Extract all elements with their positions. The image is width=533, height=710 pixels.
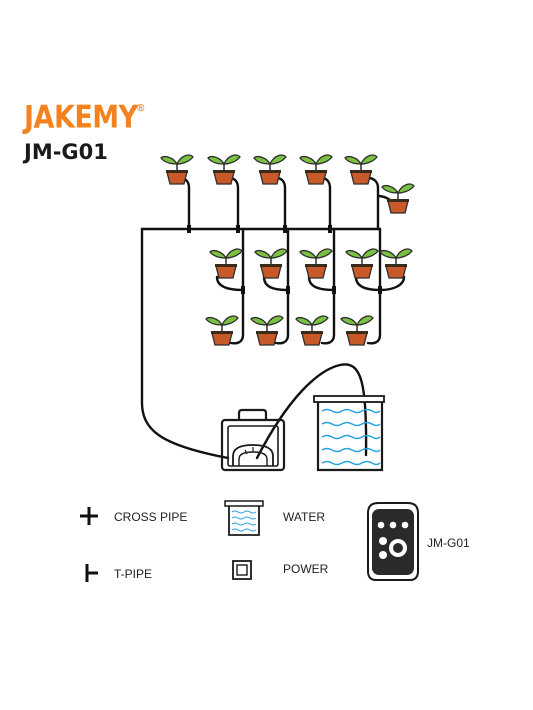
water-label: WATER	[283, 510, 325, 524]
plant-pot-icon	[254, 248, 288, 279]
brand-logo: JAKEMY	[24, 100, 138, 136]
water-legend-icon	[224, 500, 264, 536]
pump-icon	[220, 408, 286, 472]
plant-pot-icon	[379, 248, 413, 279]
plant-row-middle	[209, 248, 413, 279]
plant-row-top	[160, 154, 415, 214]
t-pipe-label: T-PIPE	[114, 567, 153, 581]
cross-pipe-icon	[80, 507, 98, 525]
plant-pot-icon	[295, 315, 329, 346]
plant-pot-icon	[250, 315, 284, 346]
power-icon	[232, 560, 252, 580]
water-tank-icon	[313, 395, 385, 472]
device-label: JM-G01	[427, 536, 470, 550]
registered-mark: ®	[137, 103, 145, 114]
model-title: JM-G01	[24, 140, 108, 164]
power-label: POWER	[283, 562, 329, 576]
fittings	[187, 225, 382, 294]
plant-pot-icon	[160, 154, 194, 185]
plant-pot-icon	[205, 315, 239, 346]
plant-row-bottom	[205, 315, 374, 346]
plant-pot-icon	[345, 248, 379, 279]
plant-pot-icon	[299, 248, 333, 279]
plant-pot-icon	[209, 248, 243, 279]
controller-icon	[367, 502, 419, 581]
plant-pot-icon	[340, 315, 374, 346]
t-pipe-icon	[85, 564, 98, 582]
cross-pipe-label: CROSS PIPE	[114, 510, 188, 524]
